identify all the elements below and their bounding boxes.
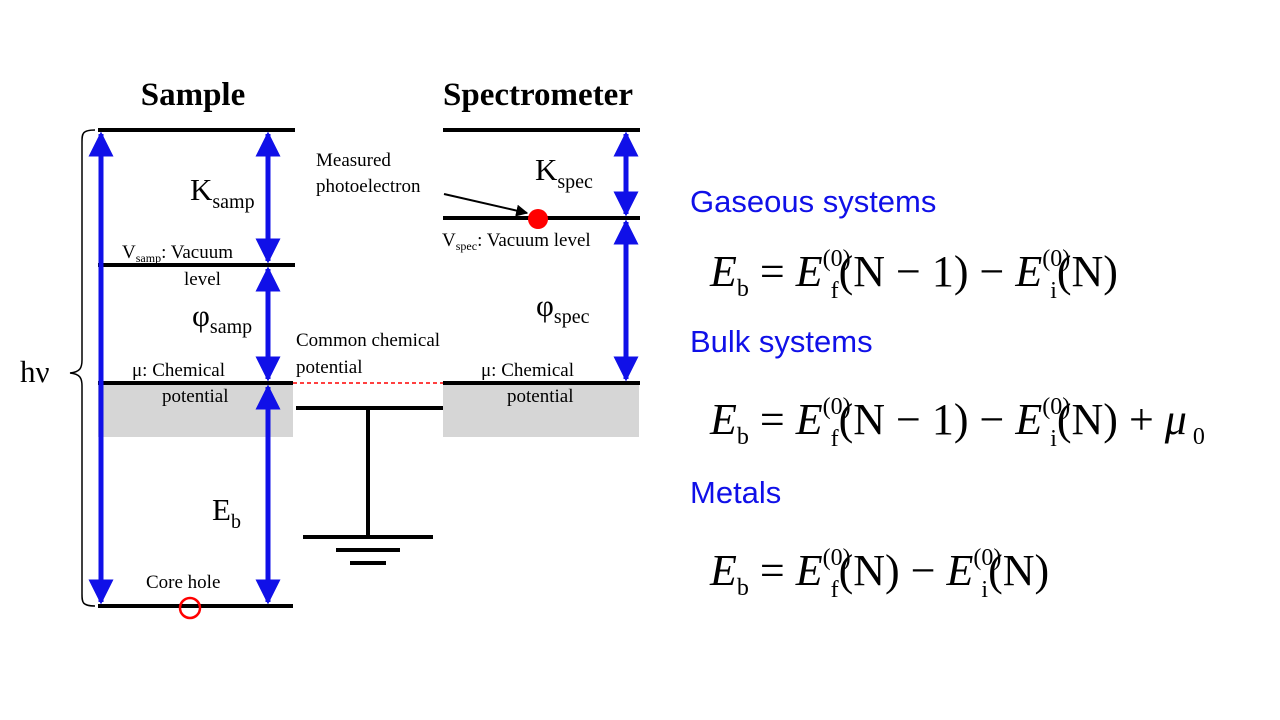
sample-mu-label-line2: potential: [162, 386, 228, 407]
photoelectron-dot: [528, 209, 548, 229]
gaseous-equation: Eb = E(0)f(N − 1) − E(0)i(N): [710, 246, 1118, 304]
common-potential-label-line2: potential: [296, 357, 362, 378]
hv-brace: [69, 129, 96, 607]
common-potential-label: Common chemical: [296, 330, 440, 351]
metals-heading: Metals: [690, 475, 782, 510]
sample-mu-label: μ: Chemical: [132, 360, 225, 381]
phi-spec-label: φspec: [536, 288, 590, 328]
gaseous-heading: Gaseous systems: [690, 184, 937, 219]
eb-label: Eb: [212, 492, 241, 533]
spectrometer-occupied-band: [443, 383, 639, 437]
phi-samp-label: φsamp: [192, 298, 252, 338]
metals-equation: Eb = E(0)f(N) − E(0)i(N): [710, 545, 1050, 603]
spectrometer-title: Spectrometer: [443, 77, 633, 113]
hv-label: hν: [20, 354, 50, 389]
spectrometer-mu-label: μ: Chemical: [481, 360, 574, 381]
core-hole-label: Core hole: [146, 572, 220, 593]
sample-vacuum-label: Vsamp: Vacuum: [122, 242, 233, 265]
spectrometer-vacuum-label: Vspec: Vacuum level: [442, 230, 591, 253]
measured-pointer-arrow: [443, 193, 529, 217]
measured-label-line2: photoelectron: [316, 176, 421, 197]
spectrometer-mu-label-line2: potential: [507, 386, 573, 407]
bulk-heading: Bulk systems: [690, 324, 873, 359]
k-samp-label: Ksamp: [190, 172, 255, 213]
core-hole-marker: [178, 596, 202, 620]
sample-vacuum-label-line2: level: [184, 269, 221, 290]
k-spec-label: Kspec: [535, 152, 593, 193]
sample-title: Sample: [141, 77, 246, 113]
measured-label: Measured: [316, 150, 391, 171]
